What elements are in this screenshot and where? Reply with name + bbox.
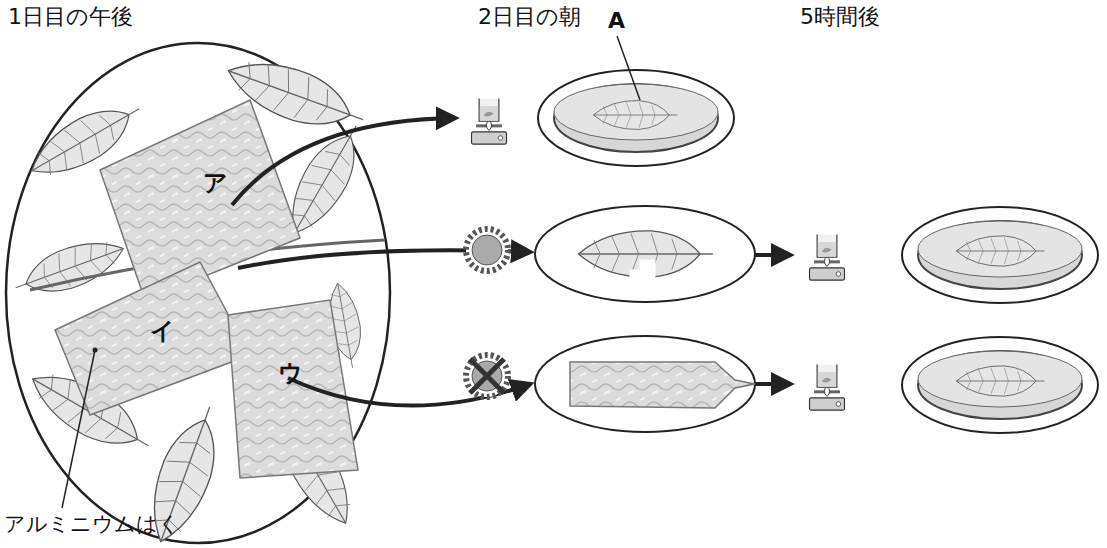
foil-packets: [55, 100, 358, 478]
heading: 5時間後: [800, 4, 880, 29]
no-sun-icon: [466, 355, 508, 397]
sun-icon: [466, 229, 508, 271]
heading: 2日目の朝: [478, 4, 581, 29]
heading: 1日目の午後: [8, 4, 133, 29]
part-name: アルミニウムはく: [4, 512, 180, 536]
callout-letter: A: [608, 8, 625, 33]
plant-leaves: [9, 48, 385, 548]
callout-letter: ア: [203, 170, 228, 198]
callout-letter: ウ: [278, 360, 303, 388]
callout-letter: イ: [150, 318, 175, 346]
